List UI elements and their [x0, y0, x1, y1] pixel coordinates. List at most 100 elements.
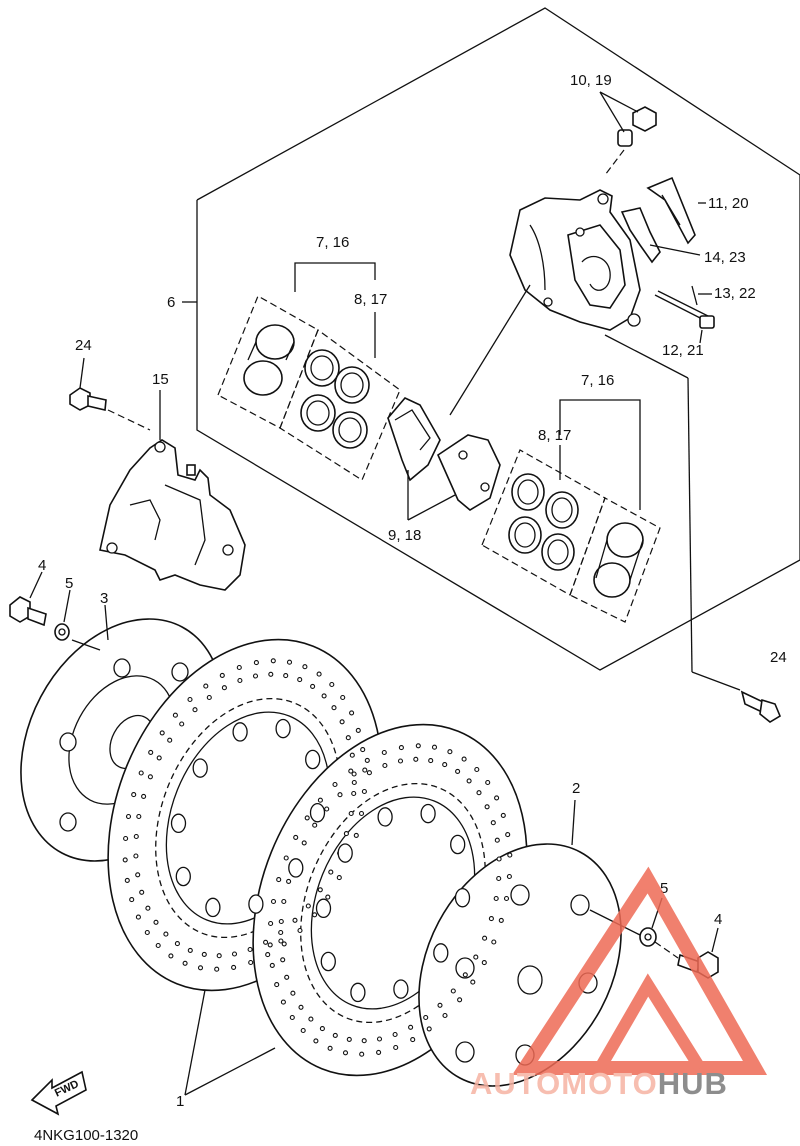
drill-hole [270, 898, 277, 905]
drill-hole [274, 982, 280, 988]
drill-hole [155, 942, 161, 949]
drill-hole [470, 979, 476, 985]
drill-hole [147, 774, 153, 780]
drill-hole [348, 810, 354, 817]
drill-hole [214, 966, 220, 972]
drill-hole [332, 781, 338, 788]
drill-hole [398, 745, 404, 751]
drill-hole [172, 712, 178, 718]
drill-hole [148, 749, 154, 755]
watermark-triangle-inner [594, 973, 706, 1072]
drill-hole [302, 664, 308, 670]
disc-bolt-hole [288, 858, 304, 878]
watermark-triangle [512, 866, 768, 1075]
disc-bolt-hole [248, 894, 264, 914]
drill-hole [359, 1051, 365, 1057]
retaining-clip [620, 207, 701, 264]
drill-hole [312, 822, 318, 828]
drill-hole [281, 898, 287, 905]
drill-hole [179, 721, 185, 727]
drill-hole [336, 875, 342, 881]
label-9-18: 9, 18 [388, 527, 421, 544]
watermark-part-1: AUTO [470, 1066, 561, 1101]
drill-hole [481, 960, 487, 966]
drill-hole [317, 887, 323, 893]
drill-hole [346, 1036, 352, 1042]
drill-hole [493, 895, 499, 902]
label-7-16-right: 7, 16 [581, 372, 614, 389]
drill-hole [123, 835, 129, 842]
piston-group-left [217, 295, 319, 429]
drill-hole [317, 797, 323, 803]
drill-hole [290, 990, 296, 996]
disc-bolt-hole [337, 843, 353, 863]
watermark-logo: AUTOMOTOHUB [470, 866, 768, 1101]
drill-hole [376, 1049, 382, 1055]
drill-hole [122, 857, 128, 863]
drill-hole [168, 953, 174, 959]
disc-bolt-hole [305, 749, 321, 770]
drill-hole [355, 727, 361, 733]
bolt-24-right [740, 690, 782, 723]
drill-hole [139, 889, 145, 895]
drill-hole [426, 1026, 432, 1032]
drill-hole [308, 1016, 314, 1022]
drill-hole [167, 737, 173, 743]
disc-bolt-hole [377, 807, 393, 827]
drill-hole [316, 671, 322, 677]
bracket-left [294, 262, 376, 358]
drill-hole [276, 877, 282, 883]
label-2: 2 [572, 780, 580, 797]
drill-hole [192, 707, 198, 713]
drill-hole [144, 929, 150, 936]
disc-bolt-hole [450, 834, 466, 855]
drill-hole [268, 920, 274, 927]
drill-hole [201, 951, 207, 957]
drill-hole [313, 1038, 319, 1044]
drill-hole [331, 705, 337, 711]
seal-group-right [481, 449, 606, 596]
drill-hole [491, 939, 497, 945]
disc-bolt-hole [275, 718, 291, 739]
drill-hole [349, 752, 355, 758]
label-4-right: 4 [714, 911, 722, 928]
drill-hole [413, 756, 419, 762]
drill-hole [442, 762, 448, 768]
drill-hole [252, 673, 259, 679]
drill-hole [182, 960, 188, 966]
drill-hole [345, 735, 351, 741]
drill-hole [361, 1038, 367, 1044]
drill-hole [500, 812, 506, 818]
drill-hole [304, 815, 310, 821]
label-6: 6 [167, 294, 175, 311]
label-3: 3 [100, 590, 108, 607]
disc-bolt-hole [170, 813, 187, 834]
drill-hole [362, 767, 368, 773]
drill-hole [455, 768, 461, 774]
drill-hole [283, 855, 289, 861]
washer-5-left [54, 589, 71, 641]
watermark-part-2: MOTO [561, 1066, 657, 1101]
drill-hole [187, 696, 193, 703]
drill-hole [289, 1014, 295, 1021]
drill-hole [231, 964, 237, 970]
label-15: 15 [152, 371, 169, 388]
drill-hole [415, 743, 421, 749]
label-13-22: 13, 22 [714, 285, 756, 302]
drill-hole [332, 1032, 338, 1038]
drill-hole [197, 965, 204, 971]
drill-hole [328, 869, 334, 875]
label-11-20: 11, 20 [708, 195, 749, 212]
drill-hole [457, 997, 463, 1003]
drill-hole [174, 941, 180, 947]
drill-hole [392, 1031, 398, 1038]
drill-hole [280, 999, 286, 1005]
disc-bolt-hole [320, 951, 336, 972]
drill-hole [221, 685, 227, 691]
drill-hole [267, 942, 273, 948]
drill-hole [268, 671, 274, 677]
drill-hole [376, 1036, 383, 1042]
drill-hole [286, 659, 293, 665]
drill-hole [263, 939, 269, 945]
